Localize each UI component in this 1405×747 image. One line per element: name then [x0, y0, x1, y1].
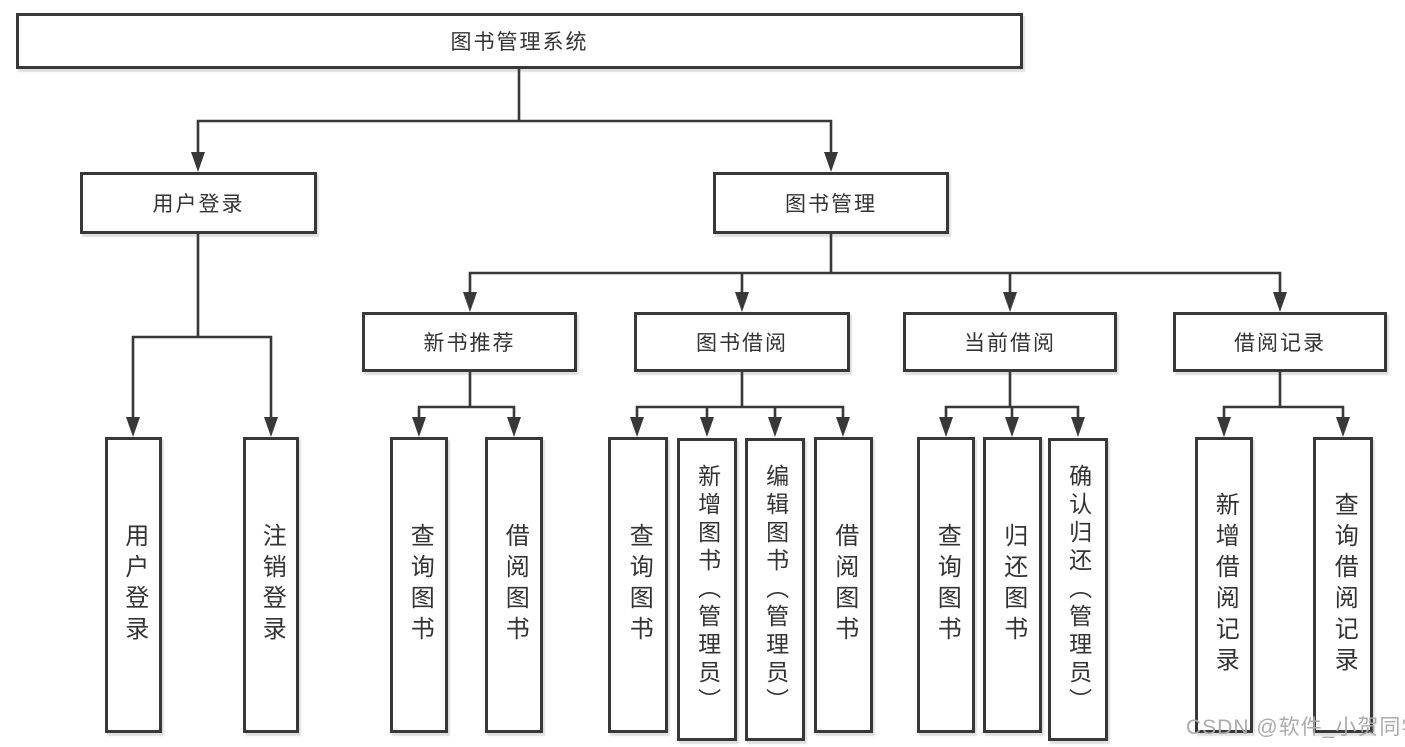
node-user-login-label: 用户登录 — [152, 193, 245, 216]
connector-book-borrow — [635, 370, 845, 420]
leaf-return-book-label: 归还图书 — [999, 523, 1027, 647]
arrowhead-current-borrow-group — [939, 417, 1085, 437]
node-new-book-recommend-label: 新书推荐 — [423, 332, 516, 355]
node-current-borrow: 当前借阅 — [903, 312, 1117, 372]
leaf-return-book: 归还图书 — [983, 437, 1042, 733]
leaf-newrec-query-book: 查询图书 — [390, 437, 448, 733]
leaf-borrow-borrow-book-label: 借阅图书 — [830, 523, 858, 647]
leaf-borrow-borrow-book: 借阅图书 — [814, 437, 873, 733]
leaf-add-borrow-record-label: 新增借阅记录 — [1211, 492, 1239, 678]
connector-current-borrow — [944, 370, 1080, 420]
leaf-newrec-borrow-book-label: 借阅图书 — [501, 523, 529, 647]
connector-book-management — [468, 232, 1282, 295]
leaf-confirm-return-admin: 确认归还（管理员） — [1048, 438, 1108, 741]
node-current-borrow-label: 当前借阅 — [964, 332, 1056, 355]
leaf-user-login-label: 用户登录 — [120, 523, 148, 647]
node-new-book-recommend: 新书推荐 — [362, 312, 577, 372]
leaf-current-query-book-label: 查询图书 — [933, 523, 961, 647]
node-book-management-label: 图书管理 — [785, 193, 877, 216]
leaf-borrow-query-book-label: 查询图书 — [625, 523, 653, 647]
leaf-edit-book-admin-label: 编辑图书（管理员） — [762, 463, 789, 716]
leaf-add-borrow-record: 新增借阅记录 — [1195, 437, 1253, 733]
arrowhead-new-book-recommend-group — [412, 417, 521, 437]
node-user-login: 用户登录 — [80, 172, 317, 234]
node-borrow-record: 借阅记录 — [1173, 312, 1387, 372]
leaf-user-login: 用户登录 — [105, 437, 162, 733]
csdn-watermark: CSDN @软件_小贺同学 — [1186, 716, 1405, 739]
leaf-logout: 注销登录 — [243, 437, 299, 733]
arrowhead-user-login-group — [126, 417, 278, 437]
arrowhead-book-borrow-group — [630, 417, 850, 437]
node-book-management: 图书管理 — [713, 172, 949, 234]
arrowhead-book-management-group — [463, 292, 1287, 312]
leaf-newrec-borrow-book: 借阅图书 — [485, 437, 543, 733]
arrowhead-root-group — [191, 152, 838, 172]
leaf-newrec-query-book-label: 查询图书 — [406, 523, 434, 647]
node-book-borrow: 图书借阅 — [634, 312, 850, 372]
leaf-query-borrow-record-label: 查询借阅记录 — [1330, 492, 1358, 678]
leaf-logout-label: 注销登录 — [258, 523, 286, 647]
connector-new-book-recommend — [417, 370, 516, 420]
connector-user-login — [131, 232, 273, 420]
leaf-confirm-return-admin-label: 确认归还（管理员） — [1065, 463, 1092, 716]
node-root: 图书管理系统 — [16, 13, 1023, 69]
connector-root — [196, 67, 833, 155]
node-root-label: 图书管理系统 — [450, 31, 589, 54]
leaf-borrow-query-book: 查询图书 — [608, 437, 668, 733]
leaf-add-book-admin-label: 新增图书（管理员） — [694, 463, 721, 716]
node-borrow-record-label: 借阅记录 — [1234, 332, 1326, 355]
leaf-current-query-book: 查询图书 — [917, 437, 975, 733]
connector-borrow-record — [1222, 370, 1345, 420]
leaf-add-book-admin: 新增图书（管理员） — [677, 438, 737, 741]
arrowhead-borrow-record-group — [1217, 417, 1350, 437]
leaf-edit-book-admin: 编辑图书（管理员） — [745, 438, 805, 741]
leaf-query-borrow-record: 查询借阅记录 — [1313, 437, 1373, 733]
node-book-borrow-label: 图书借阅 — [696, 332, 788, 355]
